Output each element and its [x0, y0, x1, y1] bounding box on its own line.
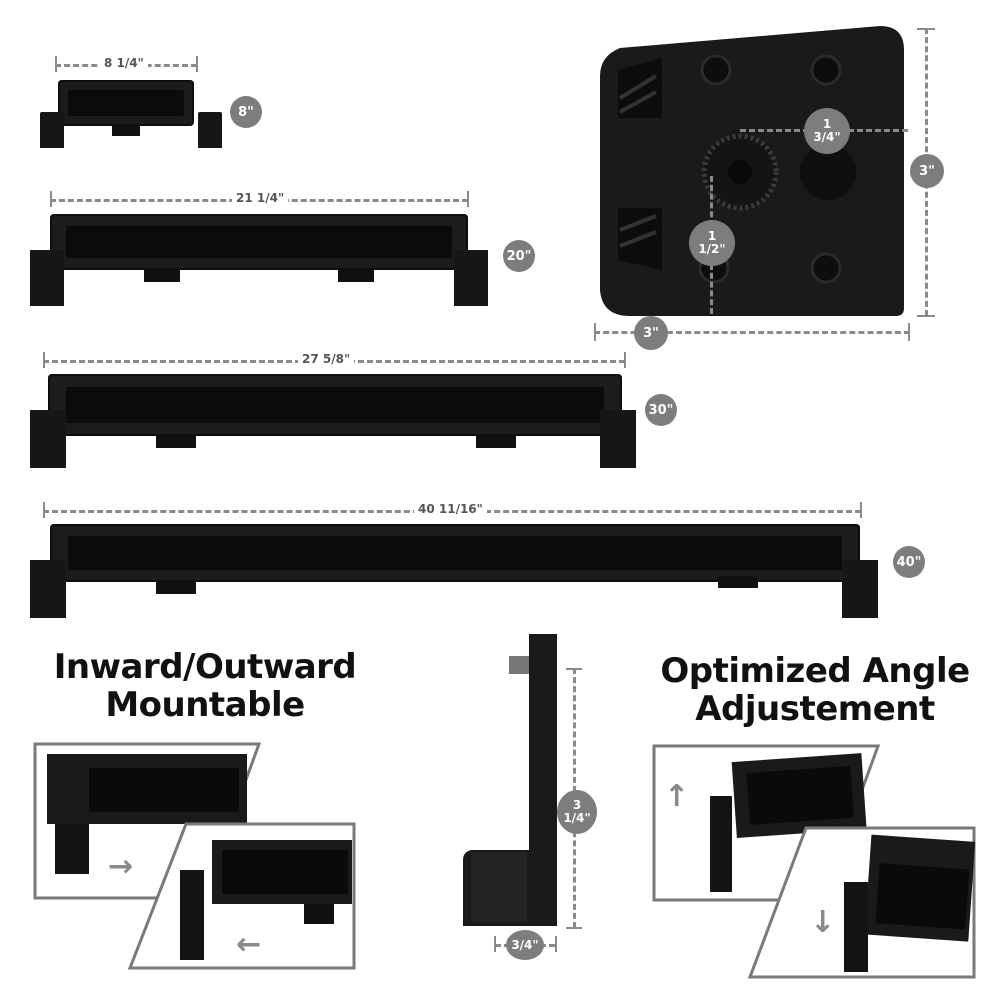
arrow-right-icon: →: [108, 849, 134, 884]
bar-40-dimension-label: 40 11/16": [414, 502, 487, 516]
bar-8-dimension-label: 8 1/4": [100, 56, 148, 70]
bar-30-size-badge: 30": [645, 394, 677, 426]
arrow-left-icon: ←: [236, 927, 262, 962]
bar-20-light: [50, 214, 468, 270]
bracket-inner-width-badge: 1 3/4": [804, 108, 850, 154]
arrow-up-icon: ↑: [664, 779, 690, 814]
bar-30-dimension-label: 27 5/8": [298, 352, 355, 366]
bracket-width-badge: 3": [634, 316, 668, 350]
arrow-down-icon: ↓: [810, 905, 836, 940]
bracket-side-height-badge: 3 1/4": [557, 790, 597, 834]
bar-8-light: [58, 80, 194, 126]
outward-mount-frame: [128, 822, 356, 970]
bracket-width-line: [594, 331, 910, 334]
bar-40-light: [50, 524, 860, 582]
angle-heading: Optimized Angle Adjustement: [660, 651, 970, 729]
bracket-height-badge: 3": [910, 154, 944, 188]
bar-8-size-badge: 8": [230, 96, 262, 128]
bar-20-dimension-label: 21 1/4": [232, 191, 289, 205]
bracket-base-badge: 3/4": [506, 930, 544, 960]
bar-40-size-badge: 40": [893, 546, 925, 578]
mount-heading: Inward/Outward Mountable: [53, 647, 357, 725]
bracket-inner-height-badge: 1 1/2": [689, 220, 735, 266]
bar-30-light: [48, 374, 622, 436]
angle-down-frame: [748, 826, 976, 979]
bracket-top-image: [600, 26, 904, 316]
bar-20-size-badge: 20": [503, 240, 535, 272]
bracket-side-image: [463, 634, 557, 926]
